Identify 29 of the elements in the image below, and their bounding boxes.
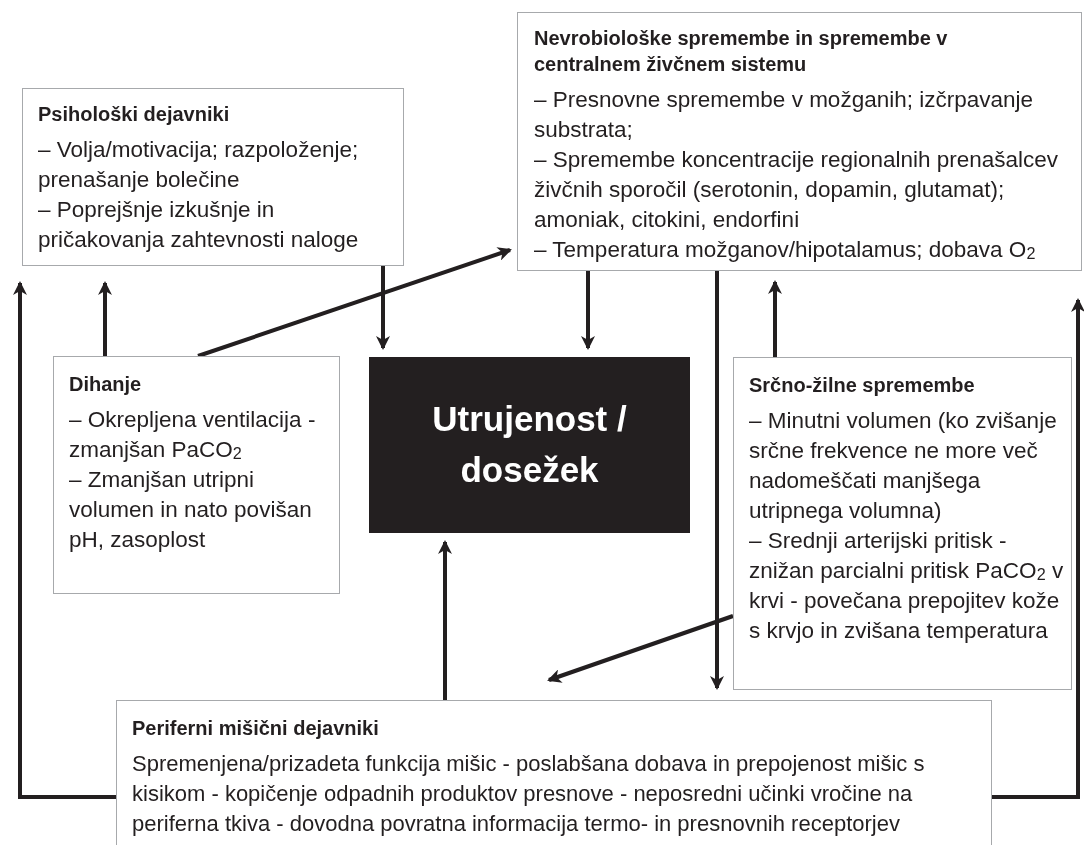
box-text: Spremenjena/prizadeta funkcija mišic - poslabšana dobava in prepojenost mišic s kisikom - kopičenje odpadnih produktov presnove - neposredni učinki vročine na periferna tkiva - dovodna povratna informacija termo- in presnovnih receptorjev	[132, 750, 926, 838]
box-heading: Periferni mišični dejavniki	[132, 716, 380, 741]
factor-box	[22, 88, 404, 266]
arrow	[768, 280, 782, 357]
arrow	[992, 298, 1084, 799]
box-heading: Srčno-žilne spremembe	[749, 373, 976, 398]
arrow	[710, 271, 724, 690]
outcome-title: Utrujenost / dosežek	[431, 398, 628, 491]
box-heading: Psihološki dejavniki	[38, 102, 231, 127]
arrow	[376, 266, 390, 350]
outcome-box	[369, 357, 690, 533]
arrow	[98, 281, 112, 356]
box-text: – Zmanjšan utripni volumen in nato povišan pH, zasoplost	[69, 466, 313, 554]
factor-box	[116, 700, 992, 845]
arrow	[547, 614, 734, 683]
arrow	[438, 540, 452, 700]
box-text: – Poprejšnje izkušnje in pričakovanja zahtevnosti naloge	[38, 196, 360, 254]
arrow	[197, 247, 512, 358]
box-text: – Presnovne spremembe v možganih; izčrpavanje substrata;	[534, 86, 1034, 144]
box-heading: Nevrobiološke spremembe in spremembe v centralnem živčnem sistemu	[534, 26, 949, 77]
box-text: – Minutni volumen (ko zvišanje srčne frekvence ne more več nadomeščati manjšega utripnega volumna)	[749, 407, 1058, 525]
arrow	[581, 271, 595, 350]
box-text: – Volja/motivacija; razpoloženje; prenašanje bolečine	[38, 136, 360, 194]
box-heading: Dihanje	[69, 372, 143, 397]
factor-box	[517, 12, 1082, 271]
factor-box	[53, 356, 340, 594]
factor-box	[733, 357, 1072, 690]
arrow	[13, 281, 116, 799]
box-text: – Spremembe koncentracije regionalnih prenašalcev živčnih sporočil (serotonin, dopamin, glutamat); amoniak, citokini, endorfini	[534, 146, 1060, 234]
